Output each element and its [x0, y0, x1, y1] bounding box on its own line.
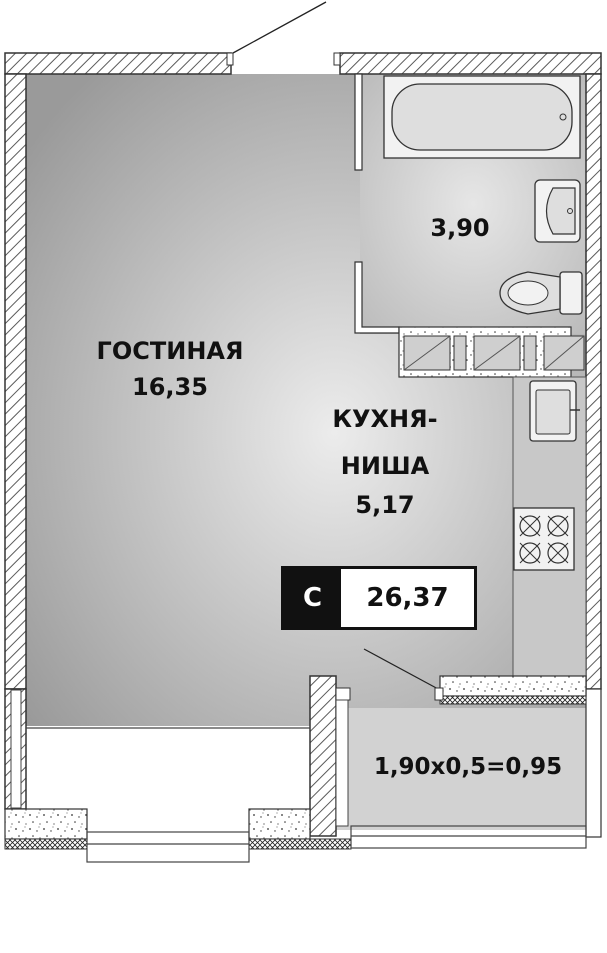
door-jamb-right [333, 52, 341, 66]
wall-top-right [339, 52, 602, 75]
wall-bottom-mid-trim [248, 838, 352, 850]
vent-shafts [398, 326, 585, 378]
wall-right [585, 73, 602, 690]
balcony-wall-trim [439, 695, 587, 705]
door-swing-top [232, 1, 327, 54]
total-area: 26,37 [366, 583, 449, 613]
door-post [335, 687, 351, 701]
window-bottom [26, 727, 587, 863]
wall-balcony-divider [309, 675, 337, 837]
balcony-area: 1,90x0,5=0,95 [373, 754, 563, 780]
stove-icon [513, 507, 575, 571]
apartment-type: С [284, 569, 341, 627]
kitchen-area: 5,17 [355, 491, 415, 519]
kitchen-sink-icon [529, 380, 580, 442]
window-left [10, 689, 22, 809]
kitchen-name-line2: НИША [340, 452, 430, 480]
wall-top-left [4, 52, 232, 75]
kitchen-name-line1: КУХНЯ- [332, 405, 438, 433]
wall-bottom-left [4, 808, 88, 840]
bathroom-partition [354, 73, 363, 171]
door-jamb-left [226, 52, 234, 66]
window-divider [335, 699, 349, 827]
door-post-right [434, 687, 444, 701]
bathroom-area: 3,90 [430, 214, 490, 242]
apartment-summary-badge: С 26,37 [281, 566, 477, 630]
wall-bottom-mid [248, 808, 311, 840]
balcony-floor [336, 708, 586, 830]
balcony-door-swing [363, 648, 441, 691]
toilet-icon [499, 271, 583, 315]
balcony-wall [439, 675, 587, 697]
wall-bottom-left-trim [4, 838, 88, 850]
living-room-name: ГОСТИНАЯ [96, 337, 244, 365]
sink-icon [534, 179, 581, 243]
bathtub-icon [383, 75, 581, 159]
wall-right-lower [585, 688, 602, 838]
wall-left [4, 73, 27, 690]
living-room-area: 16,35 [132, 373, 208, 401]
